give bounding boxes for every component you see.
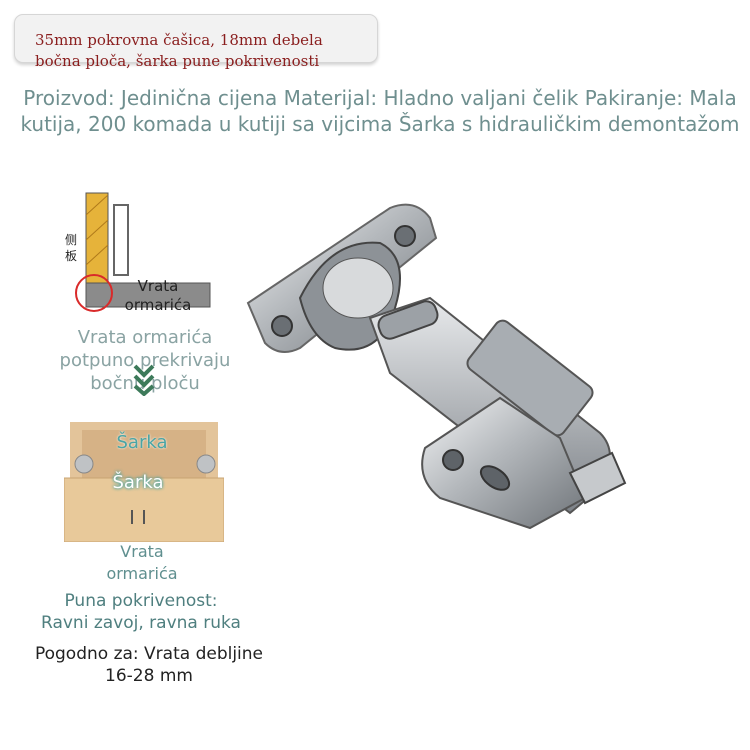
caption-line-2: potpuno prekrivaju	[59, 350, 231, 371]
hinge-knuckle	[377, 300, 439, 340]
badge-text: 35mm pokrovna čašica, 18mm debela bočna …	[35, 30, 323, 72]
title-badge: 35mm pokrovna čašica, 18mm debela bočna …	[14, 14, 378, 70]
badge-line-2: bočna ploča, šarka pune pokrivenosti	[35, 52, 320, 70]
hinge-cup-right	[196, 454, 216, 474]
side-panel-hatch	[85, 194, 109, 216]
fit-text: Pogodno za: Vrata debljine 16-28 mm	[24, 643, 274, 687]
door-label-line-2: ormarića	[124, 296, 192, 314]
highlight-circle	[75, 274, 113, 312]
box-door-line-2: ormarića	[106, 564, 178, 583]
hinge-section	[113, 204, 129, 276]
fit-line-1: Pogodno za: Vrata debljine	[34, 644, 264, 664]
screw-hole-left	[271, 315, 293, 337]
overlay-title: Puna pokrivenost:	[64, 591, 218, 611]
down-chevrons-icon	[133, 364, 155, 396]
overlay-subtitle: Ravni zavoj, ravna ruka	[41, 613, 241, 633]
screw-hole-top	[394, 225, 416, 247]
caption-line-1: Vrata ormarića	[77, 327, 213, 348]
box-door-label: Vrata ormarića	[92, 541, 192, 585]
base-hole-1	[442, 449, 464, 471]
door-label-line-1: Vrata	[137, 277, 179, 295]
hinge-cup-left	[74, 454, 94, 474]
cross-section-diagram	[75, 192, 211, 312]
badge-line-1: 35mm pokrovna čašica, 18mm debela	[35, 31, 323, 49]
fit-line-2: 16-28 mm	[105, 666, 193, 686]
box-door-line-1: Vrata	[120, 542, 164, 561]
hinge-label-top: Šarka	[116, 432, 168, 453]
box-inner	[82, 430, 206, 480]
door-label: Vrata ormarića	[118, 277, 198, 315]
product-description: Proizvod: Jedinična cijena Materijal: Hl…	[20, 86, 740, 136]
hinge-label-mid: Šarka	[112, 472, 164, 493]
mounting-base-plate	[421, 396, 587, 530]
side-panel-label: 侧板	[64, 233, 77, 263]
cabinet-box-illustration	[64, 422, 224, 542]
hydraulic-hinge-image	[246, 203, 627, 530]
side-panel	[85, 192, 109, 284]
base-slot	[479, 465, 511, 491]
door-section	[85, 282, 211, 308]
